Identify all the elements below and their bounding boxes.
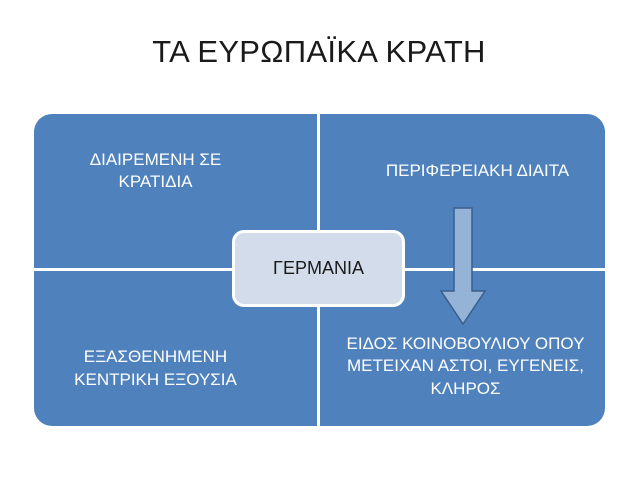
quadrant-top-left: ΔΙΑΙΡΕΜΕΝΗ ΣΕ ΚΡΑΤΙΔΙΑ [34,114,317,268]
center-label: ΓΕΡΜΑΝΙΑ [273,258,364,278]
down-arrow-icon [440,207,486,325]
quadrant-top-right-text: ΠΕΡΙΦΕΡΕΙΑΚΗ ΔΙΑΙΤΑ [385,160,570,180]
center-box: ΓΕΡΜΑΝΙΑ [232,230,405,307]
quadrant-bottom-right-text: ΕΙΔΟΣ ΚΟΙΝΟΒΟΥΛΙΟΥ ΟΠΟΥ ΜΕΤΕΙΧΑΝ ΑΣΤΟΙ, … [346,334,585,398]
quadrant-bottom-left-text: ΕΞΑΣΘΕΝΗΜΕΝΗ ΚΕΝΤΡΙΚΗ ΕΞΟΥΣΙΑ [74,347,237,389]
quadrant-top-left-text: ΔΙΑΙΡΕΜΕΝΗ ΣΕ ΚΡΑΤΙΔΙΑ [89,149,222,191]
slide-title: ΤΑ ΕΥΡΩΠΑΪΚΑ ΚΡΑΤΗ [152,34,486,69]
